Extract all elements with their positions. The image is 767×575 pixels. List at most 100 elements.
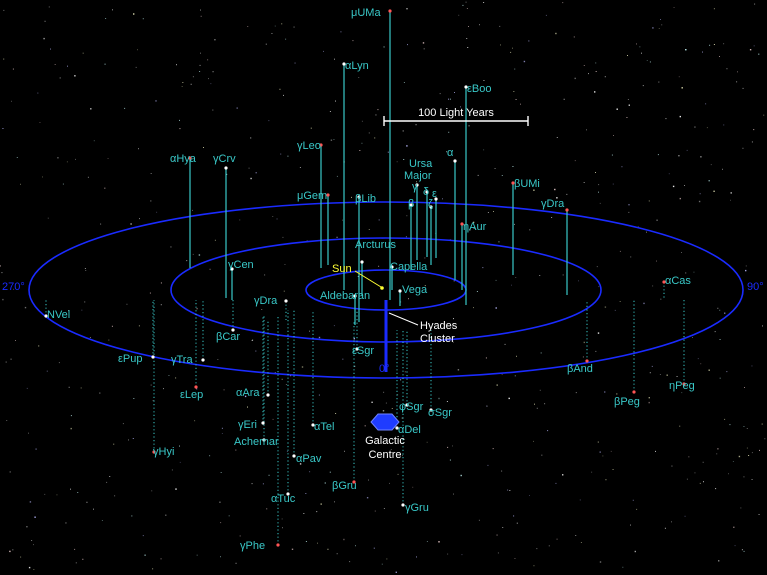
background-star bbox=[294, 62, 296, 64]
star-4-label: αHya bbox=[170, 153, 197, 165]
background-star bbox=[426, 441, 428, 443]
background-star bbox=[751, 365, 753, 367]
star-18-label: Capella bbox=[390, 261, 428, 273]
background-star bbox=[333, 139, 335, 140]
background-star bbox=[679, 115, 681, 118]
background-star bbox=[612, 183, 614, 185]
background-star bbox=[724, 418, 726, 420]
background-star bbox=[717, 307, 719, 309]
background-star bbox=[501, 373, 503, 375]
star-33-dot bbox=[429, 408, 433, 412]
background-star bbox=[43, 37, 45, 40]
background-star bbox=[482, 267, 484, 269]
star-37-dot bbox=[311, 423, 315, 427]
hyades-label-line2: Cluster bbox=[420, 333, 455, 345]
background-star bbox=[261, 309, 263, 310]
background-star bbox=[753, 129, 755, 131]
background-star bbox=[56, 494, 58, 496]
background-star bbox=[196, 307, 198, 310]
background-star bbox=[359, 150, 361, 151]
star-7-dot bbox=[511, 181, 515, 185]
background-star bbox=[373, 547, 375, 549]
background-star bbox=[630, 524, 631, 526]
background-star bbox=[293, 26, 295, 28]
star-5-label: γCrv bbox=[213, 153, 236, 165]
background-star bbox=[562, 474, 564, 476]
background-star bbox=[509, 490, 511, 491]
star-6-label: α bbox=[447, 147, 454, 159]
background-star bbox=[84, 268, 86, 269]
star-11-dot bbox=[425, 190, 429, 194]
background-star bbox=[545, 14, 547, 16]
background-star bbox=[487, 464, 489, 466]
background-star bbox=[534, 403, 535, 405]
background-star bbox=[122, 423, 124, 425]
background-star bbox=[583, 65, 585, 66]
background-star bbox=[318, 336, 321, 339]
background-star bbox=[303, 513, 305, 514]
background-star bbox=[702, 461, 704, 463]
background-star bbox=[375, 114, 377, 116]
background-star bbox=[457, 369, 460, 371]
distance-rings bbox=[28, 201, 744, 379]
background-star bbox=[536, 407, 538, 409]
background-star bbox=[684, 185, 685, 186]
background-star bbox=[316, 511, 318, 513]
background-star bbox=[556, 197, 558, 199]
background-star bbox=[70, 415, 72, 417]
background-star bbox=[67, 65, 68, 67]
background-star bbox=[501, 470, 503, 472]
background-star bbox=[427, 164, 429, 166]
background-star bbox=[473, 307, 474, 309]
background-star bbox=[595, 350, 597, 352]
background-star bbox=[207, 59, 209, 61]
background-star bbox=[511, 284, 512, 286]
background-star bbox=[33, 544, 34, 546]
background-star bbox=[556, 538, 558, 540]
background-star bbox=[636, 43, 637, 45]
background-star bbox=[499, 25, 501, 27]
background-star bbox=[673, 7, 675, 8]
background-star bbox=[93, 140, 95, 142]
background-star bbox=[740, 507, 742, 509]
background-star bbox=[738, 455, 741, 458]
background-star bbox=[276, 218, 278, 220]
background-star bbox=[406, 8, 408, 10]
background-star bbox=[583, 182, 585, 183]
background-star bbox=[403, 82, 405, 83]
background-star bbox=[251, 340, 253, 341]
background-star bbox=[266, 508, 268, 510]
background-star bbox=[152, 568, 154, 570]
star-36-dot bbox=[261, 421, 265, 425]
background-star bbox=[660, 19, 661, 20]
background-star bbox=[330, 139, 333, 141]
background-star bbox=[646, 60, 648, 61]
background-star bbox=[68, 310, 69, 312]
background-star bbox=[138, 148, 139, 150]
background-star bbox=[235, 562, 237, 564]
star-8-dot bbox=[326, 193, 330, 197]
star-24-dot bbox=[44, 314, 48, 318]
background-star bbox=[598, 184, 600, 186]
background-star bbox=[566, 193, 568, 195]
background-star bbox=[81, 309, 83, 311]
sun-label: Sun bbox=[332, 263, 352, 275]
background-star bbox=[496, 384, 498, 386]
background-star bbox=[685, 272, 687, 274]
background-star bbox=[466, 38, 468, 39]
background-star bbox=[407, 44, 408, 46]
background-star bbox=[290, 375, 292, 377]
background-star bbox=[442, 198, 443, 200]
background-star bbox=[742, 147, 744, 149]
background-star bbox=[634, 550, 636, 553]
background-star bbox=[50, 48, 51, 50]
background-star bbox=[239, 219, 241, 221]
background-star bbox=[378, 265, 380, 267]
background-star bbox=[723, 124, 725, 126]
background-star bbox=[42, 176, 43, 178]
background-star bbox=[111, 325, 113, 327]
background-star bbox=[251, 483, 253, 485]
background-star bbox=[378, 219, 380, 221]
background-star bbox=[726, 371, 728, 373]
background-star bbox=[599, 202, 601, 204]
